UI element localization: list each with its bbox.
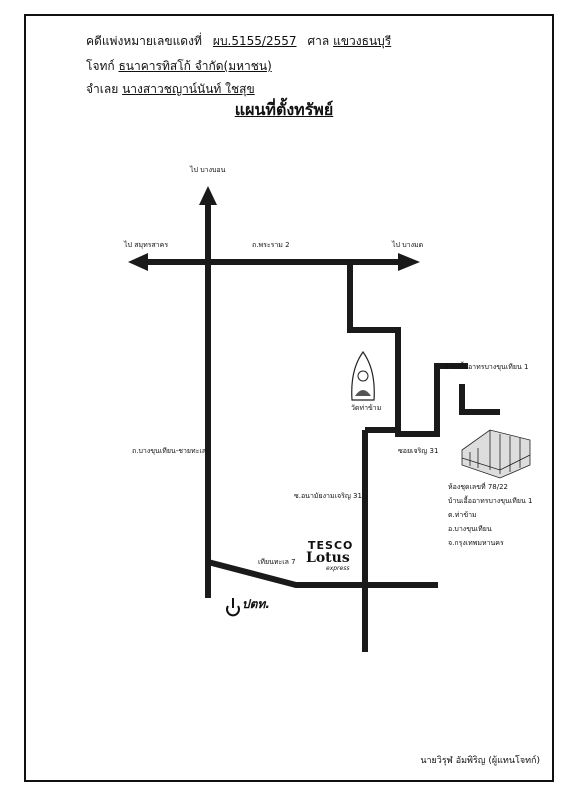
- road-branch: [459, 384, 500, 415]
- ptt-logo-icon: [226, 598, 240, 617]
- label-district: อ.บางขุนเทียน: [448, 525, 492, 533]
- court-label: ศาล: [307, 34, 330, 48]
- label-road-left: ถ.บางขุนเทียน-ชายทะเล: [132, 447, 207, 455]
- tesco-logo: TESCO: [308, 539, 354, 552]
- label-room: ห้องชุดเลขที่ 78/22: [448, 483, 509, 491]
- label-condo-top: บ้านเอื้ออาทรบางขุนเทียน 1: [444, 363, 529, 371]
- label-project: บ้านเอื้ออาทรบางขุนเทียน 1: [448, 497, 533, 505]
- map-title: แผนที่ตั้งทรัพย์: [234, 100, 334, 119]
- case-label: คดีแพ่งหมายเลขแดงที่: [86, 34, 202, 48]
- label-road-mid: ซ.อนามัยงามเจริญ 31: [294, 492, 362, 500]
- temple-icon: [351, 350, 375, 401]
- lotus-logo: Lotus: [306, 550, 350, 566]
- arrow-up-icon: [199, 186, 217, 205]
- plaintiff-line: โจทก์ ธนาคารทิสโก้ จำกัด(มหาชน): [86, 57, 438, 76]
- document-border: [24, 14, 554, 782]
- label-rama2: ถ.พระราม 2: [252, 241, 290, 249]
- ptt-logo: ปตท.: [242, 597, 270, 611]
- label-to-bangmot: ไป บางมด: [392, 241, 424, 249]
- plaintiff-name: ธนาคารทิสโก้ จำกัด(มหาชน): [118, 59, 272, 73]
- label-subdistrict: ต.ท่าข้าม: [448, 511, 477, 519]
- case-number: ผบ.5155/2557: [212, 34, 297, 48]
- arrow-right-icon: [398, 253, 420, 271]
- court-name: แขวงธนบุรี: [333, 34, 392, 48]
- label-to-bangbon: ไป บางบอน: [190, 166, 226, 174]
- label-tianthalay7: เทียนทะเล 7: [258, 558, 296, 566]
- road-route-condo: [347, 262, 468, 437]
- label-soi: ซอยเจริญ 31: [398, 447, 439, 455]
- road-tianthalay7: [207, 559, 438, 588]
- label-to-samutsakhon: ไป สมุทรสาคร: [124, 241, 169, 249]
- label-temple: วัดท่าข้าม: [351, 404, 382, 412]
- defendant-label: จำเลย: [86, 82, 119, 96]
- express-logo: express: [326, 565, 350, 572]
- defendant-name: นางสาวชญาน์นันท์ ใชสุข: [122, 82, 255, 96]
- road-anamai: [362, 427, 398, 652]
- plaintiff-label: โจทก์: [86, 59, 115, 73]
- signature: นายวิรุฬ อัมพิริญ (ผู้แทนโจทก์): [420, 756, 540, 766]
- case-line: คดีแพ่งหมายเลขแดงที่ ผบ.5155/2557 ศาล แข…: [86, 32, 463, 51]
- label-province: จ.กรุงเทพมหานคร: [448, 539, 504, 547]
- arrow-left-icon: [128, 253, 148, 271]
- condo-building-icon: [461, 429, 531, 479]
- defendant-line: จำเลย นางสาวชญาน์นันท์ ใชสุข: [86, 80, 442, 99]
